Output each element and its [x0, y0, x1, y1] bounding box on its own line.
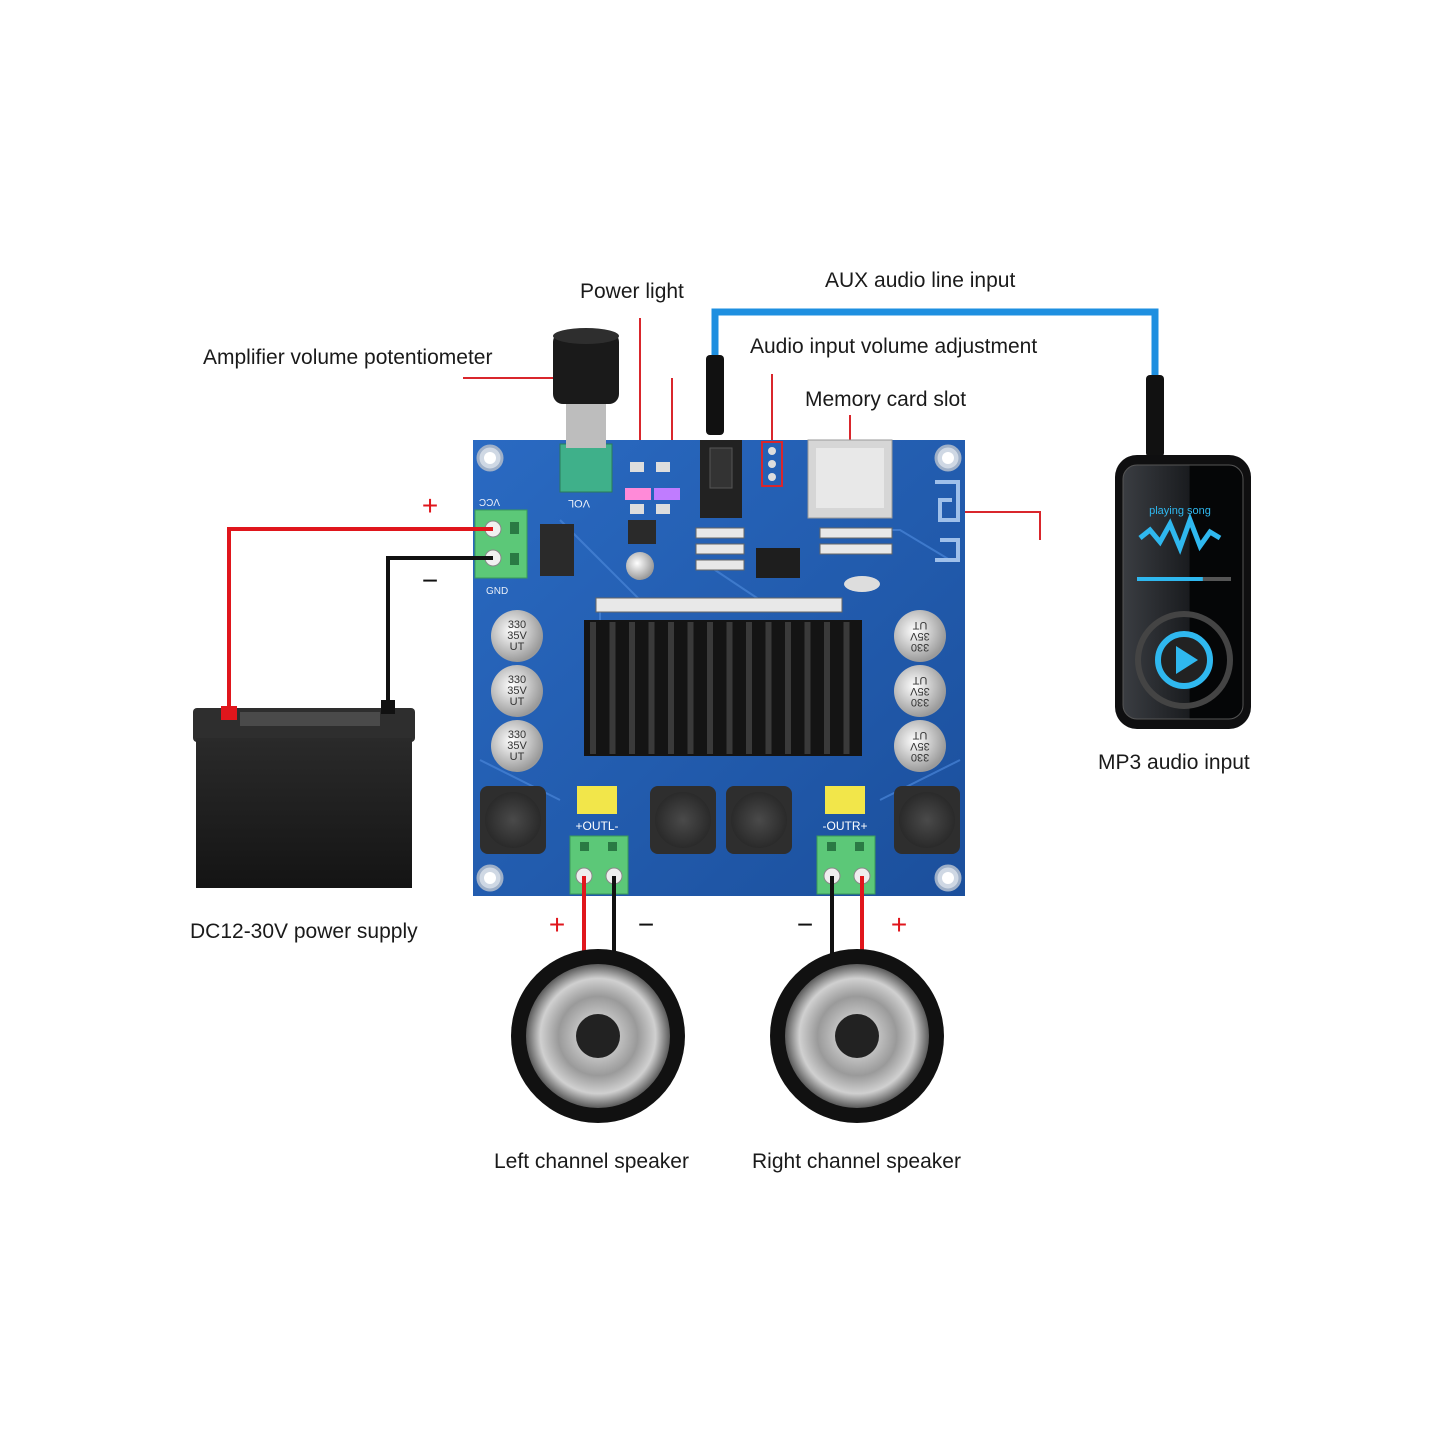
film-capacitor-left [577, 786, 617, 814]
power-light-leds [625, 462, 680, 514]
outr-silkscreen: -OUTR+ [823, 819, 868, 833]
antenna-leader [955, 511, 1041, 540]
label-power-light: Power light [580, 280, 684, 303]
heatsink-fin [629, 622, 635, 754]
gnd-silkscreen: GND [486, 586, 508, 597]
heatsink-fin [843, 622, 850, 754]
mp3-player: playing song [1115, 455, 1251, 729]
left-plus-sign: + [549, 909, 565, 940]
label-amp-volume-pot: Amplifier volume potentiometer [203, 346, 493, 369]
right-minus-sign: − [797, 909, 813, 940]
heatsink-fin [590, 622, 596, 754]
negative-supply-wire [386, 556, 493, 706]
right-output-terminal [816, 835, 876, 895]
regulator-chip [540, 524, 574, 576]
label-power-supply: DC12-30V power supply [190, 920, 418, 943]
electrolytic-capacitor [491, 720, 543, 772]
electrolytic-capacitor [894, 665, 946, 717]
capacitor-marking: 33035VUT [910, 729, 930, 763]
crystal [844, 576, 880, 592]
heatsink-fin [746, 622, 752, 754]
heatsink-fins [590, 622, 850, 754]
mp3-screen-title: playing song [1149, 505, 1211, 517]
audio-jack [700, 440, 742, 518]
heatsink-fin [668, 622, 674, 754]
label-aux-input: AUX audio line input [825, 269, 1016, 292]
electrolytic-capacitor [894, 610, 946, 662]
power-terminal [474, 509, 528, 579]
heatsink-fin [824, 622, 830, 754]
label-mp3-input: MP3 audio input [1098, 751, 1250, 774]
amplifier-board: VOL [473, 328, 965, 896]
decoder-ic [756, 548, 800, 578]
heatsink [584, 620, 862, 756]
supply-plus-sign: + [422, 490, 438, 521]
label-left-speaker: Left channel speaker [494, 1150, 689, 1173]
heatsink-fin [726, 622, 733, 754]
heatsink-fin [765, 622, 772, 754]
mp3-progress-fill [1137, 577, 1203, 581]
battery-negative-terminal [381, 700, 395, 714]
aux-plug-board-side [706, 355, 724, 435]
inductors [480, 786, 960, 854]
input-volume-header [761, 441, 783, 487]
label-memory-card-slot: Memory card slot [805, 388, 967, 411]
play-icon [1176, 646, 1198, 674]
capacitor-marking: 33035VUT [910, 619, 930, 653]
right-plus-sign: + [891, 909, 907, 940]
aux-cable [706, 308, 1164, 457]
right-speaker [770, 949, 944, 1123]
capacitors-right: 33035VUT 33035VUT 33035VUT [894, 610, 946, 772]
heatsink-fin [804, 622, 811, 754]
bluetooth-antenna [935, 480, 960, 562]
aux-plug-player-side [1146, 375, 1164, 457]
volume-potentiometer [553, 328, 619, 493]
label-right-speaker: Right channel speaker [752, 1150, 961, 1173]
left-output-terminal [569, 835, 629, 895]
smd-resistors [595, 527, 893, 613]
left-minus-sign: − [638, 909, 654, 940]
heatsink-fin [648, 622, 655, 754]
electrolytic-capacitor [491, 610, 543, 662]
heatsink-fin [785, 622, 791, 754]
heatsink-fin [707, 622, 713, 754]
memory-card-slot [807, 439, 893, 519]
vol-silkscreen: VOL [568, 497, 590, 509]
positive-supply-wire [227, 527, 493, 712]
speaker-wires [582, 876, 864, 958]
vcc-silkscreen: VCC [479, 496, 500, 507]
electrolytic-capacitor [491, 665, 543, 717]
supply-minus-sign: − [422, 565, 438, 596]
battery-positive-terminal [221, 706, 237, 720]
electrolytic-capacitor [894, 720, 946, 772]
power-wires [227, 527, 493, 712]
label-audio-input-volume: Audio input volume adjustment [750, 335, 1038, 358]
capacitor-marking: 33035VUT [910, 674, 930, 708]
heatsink-fin [687, 622, 694, 754]
left-speaker [511, 949, 685, 1123]
heatsink-fin [609, 622, 616, 754]
outl-silkscreen: +OUTL- [575, 819, 618, 833]
film-capacitor-right [825, 786, 865, 814]
battery [193, 700, 415, 888]
